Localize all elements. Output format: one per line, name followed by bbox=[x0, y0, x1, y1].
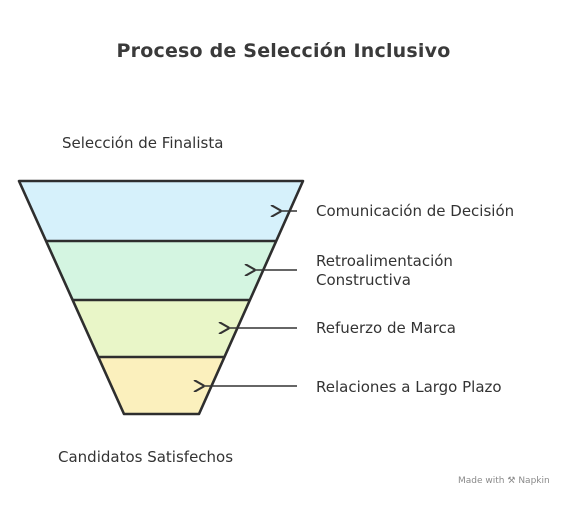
funnel-top-label: Selección de Finalista bbox=[62, 134, 224, 152]
funnel-segment-4 bbox=[98, 357, 224, 414]
funnel-segment-2 bbox=[46, 241, 276, 300]
stage-label-4-text: Relaciones a Largo Plazo bbox=[316, 378, 502, 396]
stage-label-2-line1: Retroalimentación bbox=[316, 252, 453, 270]
stage-label-3: Refuerzo de Marca bbox=[316, 319, 456, 338]
stage-label-4: Relaciones a Largo Plazo bbox=[316, 378, 502, 397]
funnel-segment-3 bbox=[72, 300, 250, 357]
diagram-title: Proceso de Selección Inclusivo bbox=[116, 40, 451, 62]
watermark: Made with ⚒ Napkin bbox=[458, 476, 550, 486]
funnel-segment-1 bbox=[19, 181, 303, 241]
stage-label-1: Comunicación de Decisión bbox=[316, 202, 514, 221]
stage-label-2-line2: Constructiva bbox=[316, 271, 411, 289]
stage-label-1-text: Comunicación de Decisión bbox=[316, 202, 515, 220]
stage-label-2: Retroalimentación Constructiva bbox=[316, 252, 453, 290]
funnel-outline bbox=[17, 179, 305, 416]
watermark-brand: Napkin bbox=[518, 476, 550, 486]
funnel-bottom-label: Candidatos Satisfechos bbox=[58, 448, 234, 466]
stage-label-3-text: Refuerzo de Marca bbox=[316, 319, 456, 337]
napkin-logo-icon: ⚒ bbox=[507, 476, 516, 486]
watermark-prefix: Made with bbox=[458, 476, 505, 486]
